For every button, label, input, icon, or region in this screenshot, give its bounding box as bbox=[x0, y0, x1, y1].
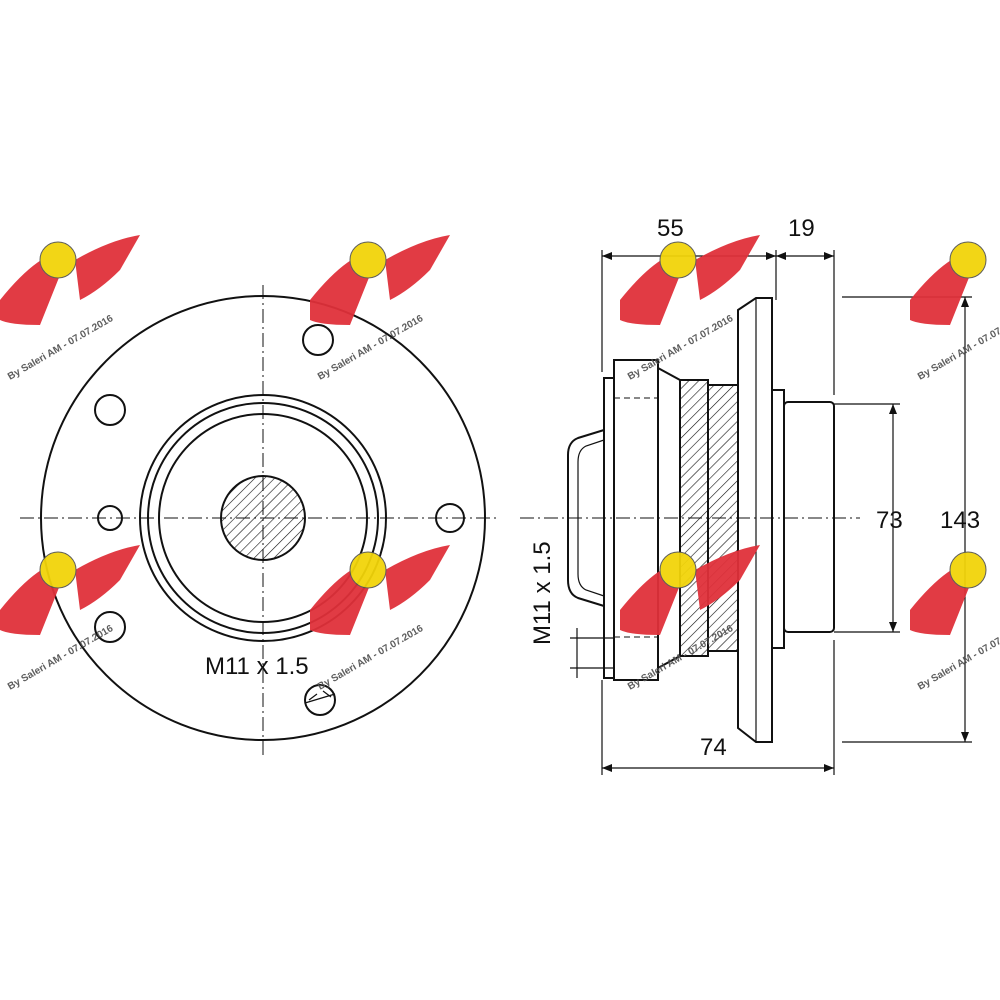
dim-143-label: 143 bbox=[940, 507, 980, 534]
watermark-wing-right bbox=[385, 545, 450, 610]
side-thread-label: M11 x 1.5 bbox=[529, 541, 556, 645]
bolt-hole-left bbox=[97, 505, 123, 531]
bolt-thread-arrow bbox=[308, 690, 332, 701]
watermark-wing-right bbox=[695, 235, 760, 300]
watermark-wing-right bbox=[385, 235, 450, 300]
watermark-logo: By Saleri AM - 07.07.2016 bbox=[0, 545, 140, 693]
watermark-logo: By Saleri AM - 07.07.2016 bbox=[910, 551, 1000, 693]
watermark-badge bbox=[39, 241, 77, 279]
bolt-thread-marker bbox=[304, 693, 336, 704]
hub-ring-inner bbox=[158, 413, 368, 623]
hub-cap-inner bbox=[577, 439, 605, 597]
hub-center-hatched bbox=[220, 475, 306, 561]
bolt-hole-upper-left bbox=[94, 394, 126, 426]
bolt-hole-bottom bbox=[304, 684, 336, 716]
flange-plate bbox=[737, 297, 773, 743]
hub-body bbox=[603, 377, 615, 679]
hub-cap bbox=[567, 429, 605, 607]
bearing-hatched-left bbox=[679, 379, 709, 657]
watermark-badge bbox=[659, 551, 697, 589]
watermark-badge bbox=[39, 551, 77, 589]
bolt-hole-right bbox=[435, 503, 465, 533]
hub-ring-outer bbox=[139, 394, 387, 642]
dim-74-label: 74 bbox=[700, 734, 727, 761]
dim-55-label: 55 bbox=[657, 215, 684, 242]
watermark-badge bbox=[659, 241, 697, 279]
front-thread-label: M11 x 1.5 bbox=[205, 653, 309, 680]
watermark-logo: By Saleri AM - 07.07.2016 bbox=[310, 545, 450, 693]
flange-web bbox=[771, 389, 785, 649]
flange-outer-circle bbox=[40, 295, 486, 741]
pilot-cylinder bbox=[783, 401, 835, 633]
hub-ring-middle bbox=[147, 402, 379, 634]
watermark-wing-right bbox=[75, 235, 140, 300]
dim-73-label: 73 bbox=[876, 507, 903, 534]
dim-19-label: 19 bbox=[788, 215, 815, 242]
hub-collar bbox=[613, 359, 659, 681]
bearing-hatched-right bbox=[707, 384, 739, 652]
watermark-badge bbox=[349, 551, 387, 589]
watermark-logo: By Saleri AM - 07.07.2016 bbox=[310, 235, 450, 383]
watermarks: By Saleri AM - 07.07.2016 By Saleri AM -… bbox=[0, 235, 1000, 693]
watermark-badge bbox=[349, 241, 387, 279]
watermark-wing-right bbox=[695, 545, 760, 610]
front-view: M11 x 1.5 bbox=[20, 285, 500, 755]
watermark-badge bbox=[949, 551, 987, 589]
watermark-badge bbox=[949, 241, 987, 279]
watermark-logo: By Saleri AM - 07.07.2016 bbox=[0, 235, 140, 383]
watermark-logo: By Saleri AM - 07.07.2016 bbox=[910, 241, 1000, 383]
watermark-wing-right bbox=[75, 545, 140, 610]
bolt-hole-lower-left bbox=[94, 611, 126, 643]
bolt-hole-top bbox=[302, 324, 334, 356]
